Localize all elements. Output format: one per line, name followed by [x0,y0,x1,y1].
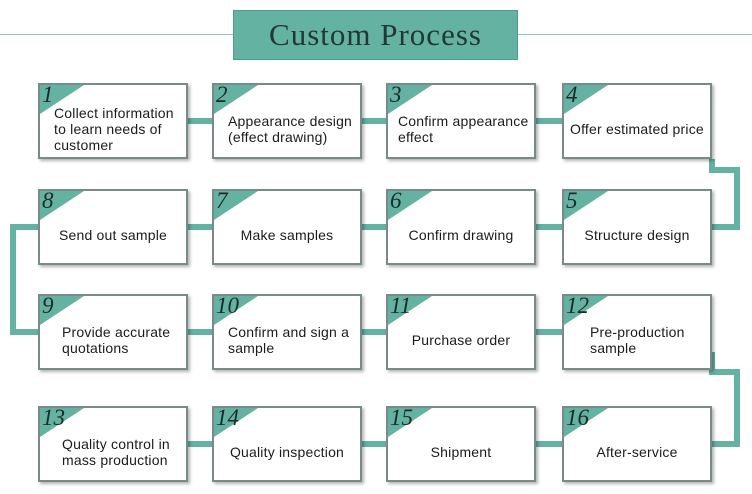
connector-4-5 [709,159,740,230]
connector-8-9 [10,224,38,335]
process-step-5: 5 Structure design [562,188,712,265]
step-number: 16 [566,405,589,430]
step-label: Make samples [240,227,334,243]
process-step-16: 16 After-service [562,405,712,482]
step-label: Confirm and sign a sample [228,324,350,356]
step-number: 1 [42,82,54,107]
step-number: 14 [216,405,239,430]
step-badge [388,191,432,220]
page-title-text: Custom Process [269,17,482,52]
step-label: Pre-production sample [590,324,685,356]
step-badge [388,85,432,114]
process-step-9: 9 Provide accurate quotations [38,293,188,370]
process-step-2: 2 Appearance design (effect drawing) [212,82,362,159]
process-step-15: 15 Shipment [386,405,536,482]
step-number: 9 [42,293,54,318]
process-step-8: 8 Send out sample [38,188,188,265]
step-number: 4 [566,82,578,107]
step-badge [40,191,84,220]
process-step-1: 1 Collect information to learn needs of … [38,82,188,159]
process-step-13: 13 Quality control in mass production [38,405,188,482]
process-step-11: 11 Purchase order [386,293,536,370]
step-number: 11 [390,293,412,318]
step-number: 2 [216,82,228,107]
step-number: 3 [390,82,402,107]
step-badge [564,408,608,437]
step-label: Send out sample [58,227,168,243]
step-label: Quality control in mass production [62,436,170,468]
connector-12-16 [709,352,740,447]
step-label: Appearance design (effect drawing) [228,113,353,145]
step-label: Confirm appearance effect [398,113,529,145]
step-number: 12 [566,293,589,318]
step-label: Shipment [430,444,492,460]
step-number: 15 [390,405,413,430]
step-badge [40,85,84,114]
process-step-10: 10 Confirm and sign a sample [212,293,362,370]
step-label: Quality inspection [229,444,345,460]
process-step-6: 6 Confirm drawing [386,188,536,265]
step-number: 10 [216,293,239,318]
title-rule-right [518,34,752,35]
step-number: 6 [390,188,402,213]
step-badge [564,191,608,220]
step-badge [40,408,84,437]
step-label: Confirm drawing [408,227,514,243]
step-badge [214,296,258,325]
step-badge [214,191,258,220]
step-badge [564,296,608,325]
step-number: 13 [42,405,65,430]
step-label: After-service [596,444,678,460]
step-label: Structure design [584,227,690,243]
process-step-3: 3 Confirm appearance effect [386,82,536,159]
step-label: Provide accurate quotations [62,324,171,356]
page-title: Custom Process [233,10,518,60]
step-label: Purchase order [411,332,511,348]
step-badge [564,85,608,114]
process-step-14: 14 Quality inspection [212,405,362,482]
step-badge [214,408,258,437]
process-step-12: 12 Pre-production sample [562,293,712,370]
title-rule-left [0,34,233,35]
step-number: 8 [42,188,54,213]
step-badge [388,408,432,437]
step-badge [388,296,432,325]
process-step-7: 7 Make samples [212,188,362,265]
step-badge [214,85,258,114]
step-label: Offer estimated price [570,121,704,137]
step-badge [40,296,84,325]
step-label: Collect information to learn needs of cu… [54,105,174,153]
step-number: 5 [566,188,578,213]
process-step-4: 4 Offer estimated price [562,82,712,159]
step-number: 7 [216,188,228,213]
